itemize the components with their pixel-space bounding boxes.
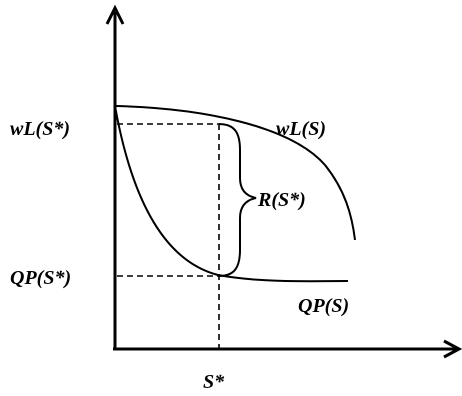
lower-tick-label: QP(S*) — [10, 267, 71, 289]
s-star-label: S* — [203, 371, 225, 393]
y-axis-arrowhead — [105, 4, 125, 25]
qp-curve — [114, 105, 349, 283]
wl-curve — [114, 105, 356, 241]
wl-curve-label: wL(S) — [276, 118, 326, 140]
qp-curve-label: QP(S) — [298, 295, 349, 317]
r-brace — [218, 123, 257, 277]
upper-tick-label: wL(S*) — [10, 118, 70, 140]
brace-label: R(S*) — [257, 189, 306, 211]
x-axis-arrowhead — [443, 339, 462, 359]
